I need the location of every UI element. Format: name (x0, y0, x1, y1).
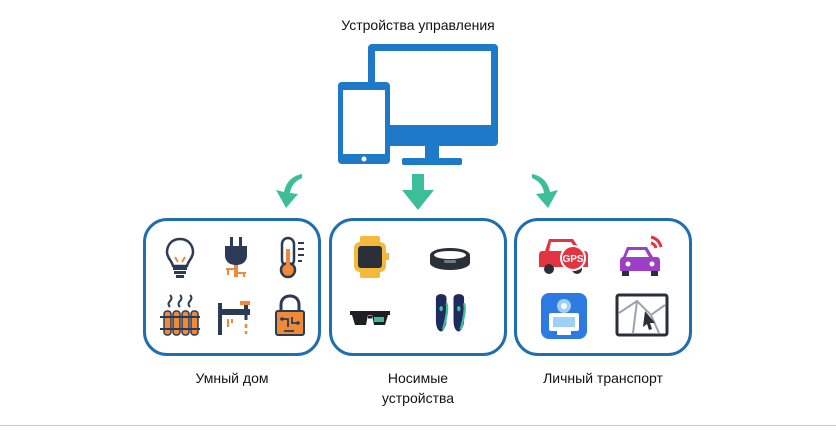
water-faucet-icon (218, 301, 250, 335)
fitness-band-icon (430, 248, 470, 270)
smart-lock-icon (275, 294, 305, 336)
electric-plug-icon (225, 237, 247, 277)
personal-transport-group: GPS (514, 218, 692, 356)
bottom-divider (0, 425, 836, 426)
arrow-left-icon (276, 174, 302, 208)
smart-glasses-icon (350, 311, 390, 325)
personal-transport-label: Личный транспорт (543, 370, 663, 386)
arrow-right-icon (532, 174, 558, 208)
gps-car-icon: GPS (539, 239, 588, 274)
dashcam-app-icon (541, 293, 587, 339)
smartwatch-icon (354, 236, 389, 278)
control-devices-icon (338, 44, 498, 165)
wearables-label: Носимые устройства (381, 370, 455, 406)
radiator-heater-icon (160, 294, 200, 336)
smart-home-group (143, 218, 321, 356)
arrow-down-icon (402, 174, 434, 210)
wearables-group (329, 218, 507, 356)
gps-label: GPS (562, 254, 583, 265)
thermometer-icon (279, 236, 304, 279)
connected-car-icon (620, 235, 663, 276)
diagram-title: Устройства управления (341, 17, 495, 33)
smart-home-label: Умный дом (195, 370, 269, 386)
gps-navigator-icon (615, 293, 669, 337)
light-bulb-icon (165, 237, 195, 278)
wireless-earbuds-icon (435, 294, 466, 332)
